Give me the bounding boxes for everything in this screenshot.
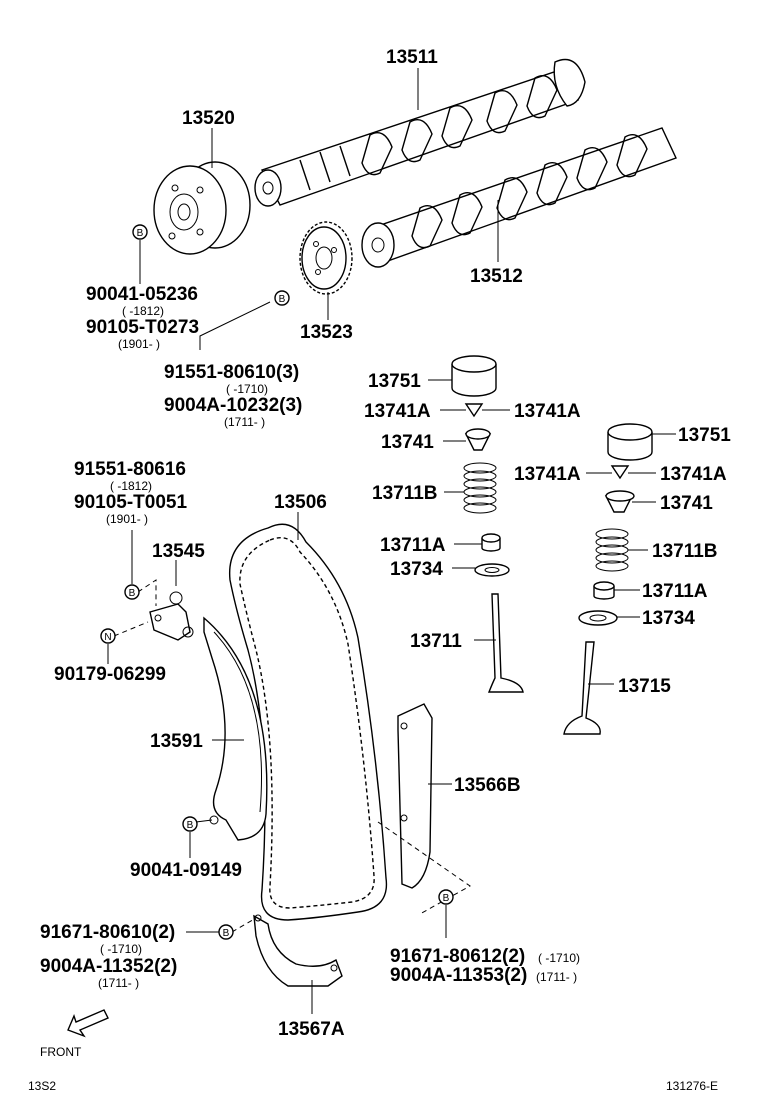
label-13545: 13545 — [152, 541, 205, 562]
bolt-91671-80610: 91671-80610(2) — [40, 922, 175, 943]
timing-chain-13506 — [228, 523, 388, 921]
diagram-code-right: 131276-E — [666, 1079, 718, 1093]
label-13506: 13506 — [274, 492, 327, 513]
bolt-90041-05236: 90041-05236 — [86, 284, 198, 305]
marker-b-1: B — [132, 224, 148, 240]
marker-b-5: B — [438, 889, 454, 905]
svg-text:N: N — [104, 632, 111, 643]
bolt-91551-80610-range: ( -1710) — [226, 382, 268, 396]
label-13567A: 13567A — [278, 1019, 345, 1040]
bolt-9004A-10232: 9004A-10232(3) — [164, 395, 302, 416]
marker-n: N — [100, 628, 116, 644]
label-13741-exhaust: 13741 — [660, 493, 713, 514]
label-13751-intake: 13751 — [368, 371, 421, 392]
marker-b-6: B — [218, 924, 234, 940]
bolt-91671-80612-range: ( -1710) — [538, 951, 580, 965]
svg-text:B: B — [137, 228, 144, 239]
label-13512: 13512 — [470, 266, 523, 287]
bolt-91551-80616-range: ( -1812) — [110, 479, 152, 493]
label-13741A-4: 13741A — [660, 464, 727, 485]
bolt-9004A-11352-range: (1711- ) — [98, 976, 139, 990]
marker-b-3: B — [124, 584, 140, 600]
label-13711A-intake: 13711A — [380, 535, 446, 556]
label-13741A-3: 13741A — [514, 464, 581, 485]
label-13734-intake: 13734 — [390, 559, 443, 580]
label-13591: 13591 — [150, 731, 203, 752]
chain-slipper-13591 — [203, 616, 268, 841]
label-13711A-exhaust: 13711A — [642, 581, 708, 602]
label-13741-intake: 13741 — [381, 432, 434, 453]
chain-guide-13567A — [253, 914, 343, 987]
label-13751-exhaust: 13751 — [678, 425, 731, 446]
bolt-91671-80610-range: ( -1710) — [100, 942, 142, 956]
svg-text:B: B — [223, 928, 230, 939]
bolt-90105-T0051-range: (1901- ) — [106, 512, 148, 526]
label-13566B: 13566B — [454, 775, 521, 796]
label-13711B-exhaust: 13711B — [652, 541, 718, 562]
bolt-90105-T0051: 90105-T0051 — [74, 492, 187, 513]
bolt-90041-09149: 90041-09149 — [130, 860, 242, 881]
leader-lines — [107, 68, 676, 1014]
bolt-9004A-11352: 9004A-11352(2) — [40, 956, 177, 977]
bolt-90179-06299: 90179-06299 — [54, 664, 166, 685]
chain-guide-13566B — [397, 703, 433, 889]
front-arrow-icon — [67, 1009, 109, 1038]
label-13715: 13715 — [618, 676, 671, 697]
bolt-91551-80616: 91551-80616 — [74, 459, 186, 480]
label-13511: 13511 — [386, 47, 438, 68]
label-13711B-intake: 13711B — [372, 483, 438, 504]
bolt-9004A-10232-range: (1711- ) — [224, 415, 265, 429]
valve-train-intake — [451, 355, 524, 693]
label-13741A-1: 13741A — [364, 401, 431, 422]
diagram-code-left: 13S2 — [28, 1079, 56, 1093]
label-13520: 13520 — [182, 108, 235, 129]
camshaft-13512 — [361, 127, 677, 268]
svg-text:B: B — [187, 820, 194, 831]
marker-b-2: B — [274, 290, 290, 306]
label-13523: 13523 — [300, 322, 353, 343]
tensioner-13545 — [149, 591, 194, 641]
vvt-gear-13520 — [153, 161, 251, 255]
sprocket-13523 — [299, 221, 353, 295]
valve-train-exhaust — [563, 423, 653, 735]
bolt-90041-05236-range: ( -1812) — [122, 304, 164, 318]
label-13741A-2: 13741A — [514, 401, 581, 422]
bolt-91671-80612: 91671-80612(2) — [390, 946, 525, 967]
bolt-90105-T0273-range: (1901- ) — [118, 337, 160, 351]
bolt-9004A-11353: 9004A-11353(2) — [390, 965, 527, 986]
front-label: FRONT — [40, 1045, 82, 1059]
svg-text:B: B — [129, 588, 136, 599]
svg-text:B: B — [443, 893, 450, 904]
label-13711: 13711 — [410, 631, 462, 652]
camshaft-13511 — [254, 58, 586, 207]
bolt-9004A-11353-range: (1711- ) — [536, 970, 577, 984]
marker-b-4: B — [182, 816, 198, 832]
svg-text:B: B — [279, 294, 286, 305]
label-13734-exhaust: 13734 — [642, 608, 695, 629]
bolt-90105-T0273: 90105-T0273 — [86, 317, 199, 338]
bolt-91551-80610: 91551-80610(3) — [164, 362, 299, 383]
